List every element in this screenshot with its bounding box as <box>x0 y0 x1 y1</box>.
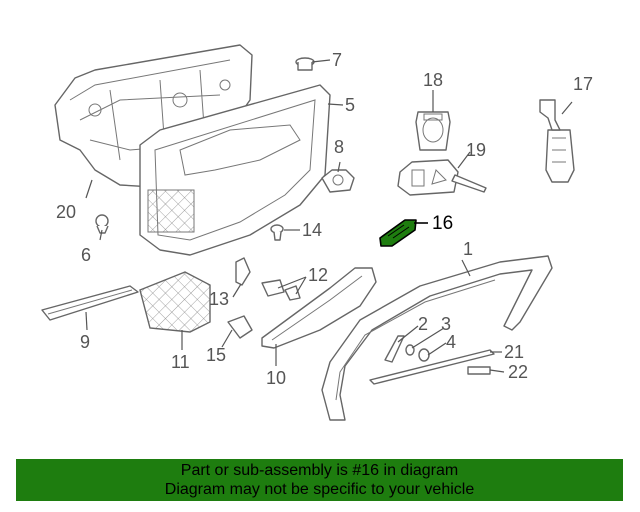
callout-20: 20 <box>56 202 76 222</box>
callout-7: 7 <box>332 50 342 70</box>
part-8-switch <box>321 169 355 193</box>
part-16-handle <box>379 219 417 247</box>
part-21-molding <box>369 349 495 385</box>
part-17-lock-cylinder <box>539 99 575 183</box>
callout-14: 14 <box>302 220 322 240</box>
callout-13: 13 <box>209 289 229 309</box>
callout-3: 3 <box>441 314 451 334</box>
callout-15: 15 <box>206 345 226 365</box>
part-10-armrest <box>261 267 377 349</box>
callout-2: 2 <box>418 314 428 334</box>
info-banner: Part or sub-assembly is #16 in diagram D… <box>16 459 623 501</box>
callout-4: 4 <box>446 332 456 352</box>
callout-18: 18 <box>423 70 443 90</box>
callout-19: 19 <box>466 140 486 160</box>
part-1-seal <box>321 255 553 421</box>
part-12-clips <box>261 279 301 301</box>
part-6-retainer <box>95 214 109 234</box>
callout-16: 16 <box>432 213 453 234</box>
callout-6: 6 <box>81 245 91 265</box>
part-5-door-trim-panel <box>139 84 331 256</box>
part-19-door-lock <box>397 159 487 196</box>
callout-12: 12 <box>308 265 328 285</box>
callout-11: 11 <box>171 352 190 372</box>
callout-1: 1 <box>463 239 473 259</box>
part-7-clip <box>295 57 315 71</box>
part-15-cover <box>227 315 253 339</box>
callout-labels: 1 2 3 4 5 6 7 8 9 10 11 12 13 14 15 16 1… <box>56 50 593 388</box>
part-14-clip <box>270 224 284 241</box>
part-18-handle-bezel <box>415 111 451 151</box>
part-2-bracket <box>384 335 405 363</box>
callout-10: 10 <box>266 368 286 388</box>
part-11-insulator <box>139 271 211 333</box>
part-9-trim-strip <box>41 285 139 321</box>
part-4-grommet <box>418 348 430 362</box>
callout-21: 21 <box>504 342 524 362</box>
banner-line-1: Part or sub-assembly is #16 in diagram <box>180 462 459 479</box>
part-22-clip <box>467 366 491 375</box>
banner-line-2: Diagram may not be specific to your vehi… <box>164 481 475 498</box>
callout-5: 5 <box>345 95 355 115</box>
callout-9: 9 <box>80 332 90 352</box>
part-13-bracket <box>235 257 251 286</box>
leader-lines <box>85 59 573 373</box>
callout-22: 22 <box>508 362 528 382</box>
callout-8: 8 <box>334 137 344 157</box>
part-3-clip <box>405 344 415 356</box>
parts-diagram: 1 2 3 4 5 6 7 8 9 10 11 12 13 14 15 16 1… <box>41 44 593 421</box>
callout-17: 17 <box>573 74 593 94</box>
